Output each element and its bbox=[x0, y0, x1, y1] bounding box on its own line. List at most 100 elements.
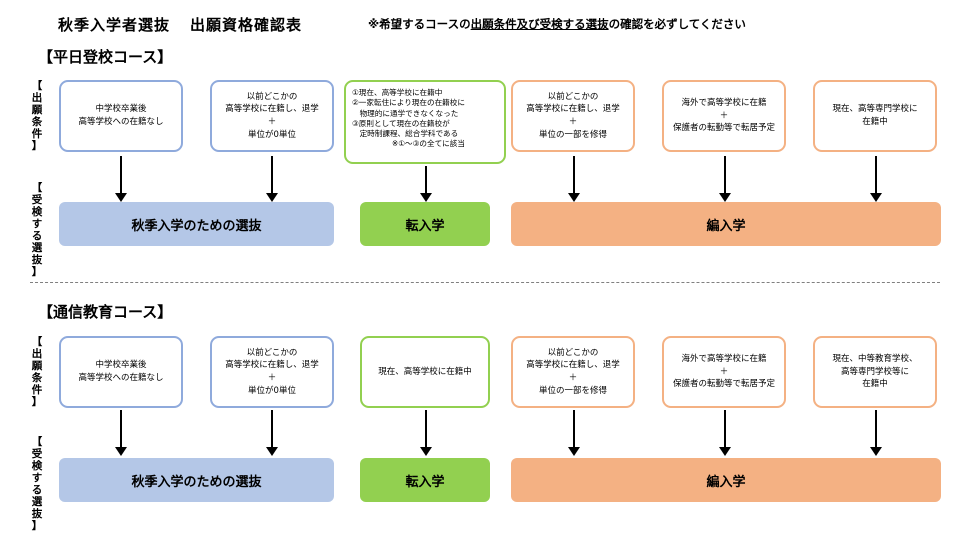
row-label-char: 抜 bbox=[31, 508, 43, 521]
condition-line: 高等学校への在籍なし bbox=[78, 373, 164, 383]
condition-line: ＋ bbox=[719, 110, 729, 121]
condition-box: 海外で高等学校に在籍 ＋ 保護者の転勤等で転居予定 bbox=[662, 336, 786, 408]
condition-box: 現在、中等教育学校、 高等専門学校等に 在籍中 bbox=[813, 336, 937, 408]
row-label-selection: 【 受 検 す る 選 抜 】 bbox=[28, 182, 46, 279]
condition-line: 以前どこかの bbox=[246, 347, 298, 358]
row-label-char: 【 bbox=[31, 436, 43, 448]
row-label-char: 願 bbox=[31, 104, 43, 117]
condition-box: 現在、高等専門学校に 在籍中 bbox=[813, 80, 937, 152]
condition-line: 高等学校に在籍し、退学 bbox=[225, 360, 319, 371]
down-arrow-icon bbox=[266, 156, 278, 202]
down-arrow-icon bbox=[420, 410, 432, 456]
condition-line: 在籍中 bbox=[862, 379, 888, 390]
condition-line: 高等学校への在籍なし bbox=[78, 117, 164, 127]
row-label-char: 受 bbox=[31, 448, 43, 461]
down-arrow-icon bbox=[870, 156, 882, 202]
down-arrow-icon bbox=[719, 410, 731, 456]
down-arrow-icon bbox=[266, 410, 278, 456]
page-title: 秋季入学者選抜 出願資格確認表 bbox=[58, 14, 302, 35]
row-label-char: す bbox=[31, 218, 43, 231]
page-title-part2: 出願資格確認表 bbox=[190, 16, 303, 34]
notice-text: ※希望するコースの出願条件及び受検する選抜の確認を必ずしてください bbox=[368, 16, 746, 32]
condition-line: ＋ bbox=[568, 117, 578, 127]
down-arrow-icon bbox=[568, 156, 580, 202]
condition-line: ②一家転住により現在の在籍校に bbox=[352, 98, 465, 108]
down-arrow-icon bbox=[568, 410, 580, 456]
condition-line: ＋ bbox=[267, 373, 277, 383]
condition-box: 中学校卒業後 高等学校への在籍なし bbox=[59, 336, 183, 408]
condition-line: 以前どこかの bbox=[547, 347, 599, 358]
row-label-conditions: 【 出 願 条 件 】 bbox=[28, 80, 46, 152]
row-label-selection: 【 受 検 す る 選 抜 】 bbox=[28, 436, 46, 533]
notice-prefix: ※希望するコースの bbox=[368, 17, 471, 31]
section-title-correspondence: 【通信教育コース】 bbox=[38, 303, 173, 321]
condition-box: 以前どこかの 高等学校に在籍し、退学 ＋ 単位が0単位 bbox=[210, 80, 334, 152]
row-label-conditions: 【 出 願 条 件 】 bbox=[28, 336, 46, 408]
condition-line: 高等学校に在籍し、退学 bbox=[526, 104, 620, 115]
row-label-char: る bbox=[31, 230, 43, 243]
down-arrow-icon bbox=[420, 166, 432, 202]
row-label-char: 検 bbox=[31, 206, 43, 219]
condition-box: 以前どこかの 高等学校に在籍し、退学 ＋ 単位の一部を修得 bbox=[511, 336, 635, 408]
condition-line: 高等学校に在籍し、退学 bbox=[526, 360, 620, 371]
down-arrow-icon bbox=[115, 410, 127, 456]
row-label-char: 出 bbox=[31, 348, 43, 361]
page-title-part1: 秋季入学者選抜 bbox=[58, 16, 171, 34]
row-label-char: 】 bbox=[31, 266, 43, 279]
row-label-char: る bbox=[31, 484, 43, 497]
row-label-char: 件 bbox=[31, 384, 43, 397]
result-transfer: 転入学 bbox=[360, 202, 490, 246]
row-label-char: 検 bbox=[31, 460, 43, 473]
result-reentry: 編入学 bbox=[511, 458, 941, 502]
condition-line: 保護者の転勤等で転居予定 bbox=[672, 123, 775, 134]
condition-line: 保護者の転勤等で転居予定 bbox=[672, 379, 775, 390]
condition-box: ①現在、高等学校に在籍中 ②一家転住により現在の在籍校に 物理的に通学できなくな… bbox=[344, 80, 506, 164]
notice-underlined: 出願条件及び受検する選抜 bbox=[470, 17, 609, 31]
condition-line: ＋ bbox=[267, 117, 277, 127]
condition-line: 現在、高等専門学校に bbox=[832, 104, 918, 115]
condition-box: 現在、高等学校に在籍中 bbox=[360, 336, 490, 408]
condition-line: 現在、高等学校に在籍中 bbox=[378, 366, 472, 377]
down-arrow-icon bbox=[115, 156, 127, 202]
row-label-char: 件 bbox=[31, 128, 43, 141]
condition-line: 海外で高等学校に在籍 bbox=[681, 97, 767, 108]
condition-line: 海外で高等学校に在籍 bbox=[681, 353, 767, 364]
condition-box: 海外で高等学校に在籍 ＋ 保護者の転勤等で転居予定 bbox=[662, 80, 786, 152]
result-transfer: 転入学 bbox=[360, 458, 490, 502]
condition-line: ＋ bbox=[568, 373, 578, 383]
section-divider bbox=[30, 282, 940, 283]
down-arrow-icon bbox=[870, 410, 882, 456]
condition-line: 以前どこかの bbox=[547, 91, 599, 102]
condition-line: 高等学校に在籍し、退学 bbox=[225, 104, 319, 115]
row-label-char: 【 bbox=[31, 80, 43, 92]
condition-line: 単位の一部を修得 bbox=[538, 385, 607, 396]
row-label-char: 抜 bbox=[31, 254, 43, 267]
condition-line: 単位の一部を修得 bbox=[538, 129, 607, 140]
notice-suffix: の確認を必ずしてください bbox=[608, 17, 746, 31]
row-label-char: 【 bbox=[31, 182, 43, 194]
section-title-weekday: 【平日登校コース】 bbox=[38, 48, 173, 66]
result-autumn-selection: 秋季入学のための選抜 bbox=[59, 458, 334, 502]
condition-line: 在籍中 bbox=[862, 117, 888, 127]
condition-box: 以前どこかの 高等学校に在籍し、退学 ＋ 単位が0単位 bbox=[210, 336, 334, 408]
row-label-char: 】 bbox=[31, 140, 43, 153]
row-label-char: 選 bbox=[31, 242, 43, 255]
condition-box: 中学校卒業後 高等学校への在籍なし bbox=[59, 80, 183, 152]
condition-line: 以前どこかの bbox=[246, 91, 298, 102]
row-label-char: 条 bbox=[31, 372, 43, 385]
condition-line: 中学校卒業後 bbox=[95, 360, 147, 371]
condition-line: 単位が0単位 bbox=[248, 129, 296, 140]
down-arrow-icon bbox=[719, 156, 731, 202]
condition-line: ①現在、高等学校に在籍中 bbox=[352, 88, 443, 97]
row-label-char: 【 bbox=[31, 336, 43, 348]
condition-box: 以前どこかの 高等学校に在籍し、退学 ＋ 単位の一部を修得 bbox=[511, 80, 635, 152]
row-label-char: 】 bbox=[31, 520, 43, 533]
row-label-char: 受 bbox=[31, 194, 43, 207]
row-label-char: 願 bbox=[31, 360, 43, 373]
row-label-char: 】 bbox=[31, 396, 43, 409]
row-label-char: 出 bbox=[31, 92, 43, 105]
result-reentry: 編入学 bbox=[511, 202, 941, 246]
result-autumn-selection: 秋季入学のための選抜 bbox=[59, 202, 334, 246]
condition-note: ※①～③の全てに該当 bbox=[391, 139, 465, 149]
condition-line: 中学校卒業後 bbox=[95, 104, 147, 115]
